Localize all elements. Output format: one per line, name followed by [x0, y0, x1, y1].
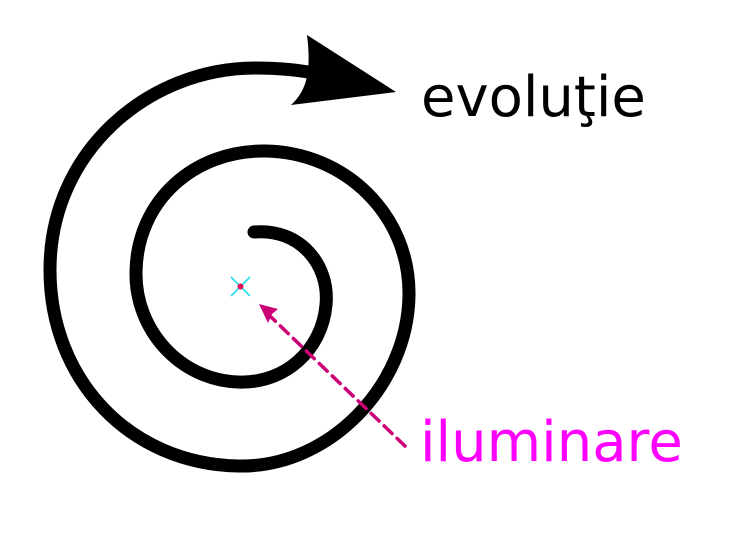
- dashed-arrow-icon: [259, 304, 278, 323]
- crosshair-icon: [230, 276, 251, 297]
- illumination-label: iluminare: [420, 410, 683, 475]
- arrow-right-icon: [291, 35, 396, 105]
- evolution-label: evoluţie: [421, 65, 646, 130]
- dashed-pointer-line: [268, 314, 407, 448]
- spiral-path: [43, 61, 416, 473]
